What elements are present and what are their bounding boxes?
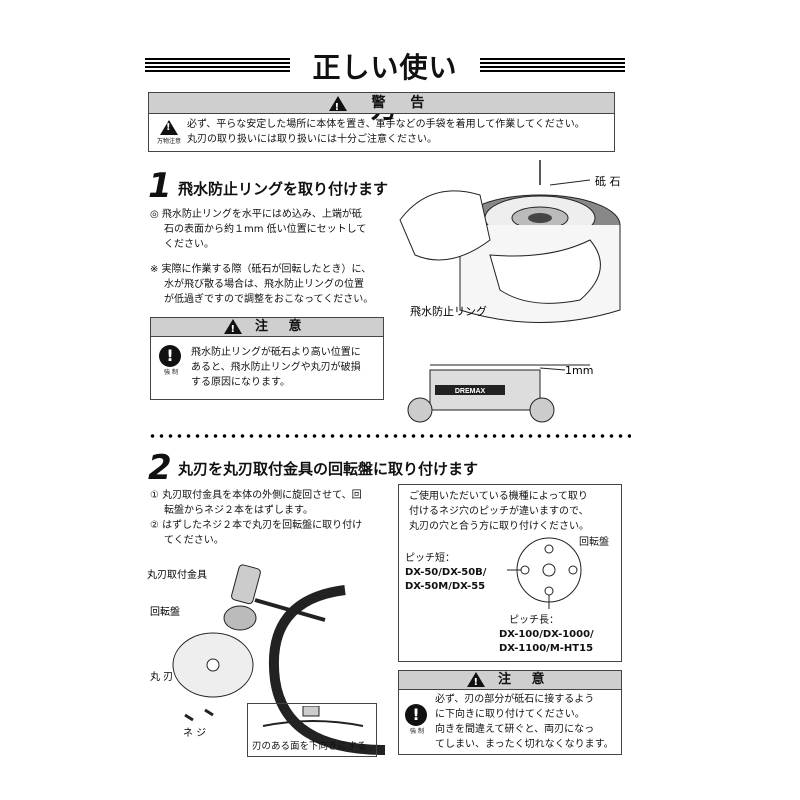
step2-caution-line-3: 向きを間違えて研ぐと、両刃になっ — [435, 724, 595, 735]
title-rule-left — [145, 58, 290, 72]
warning-line-2: 丸刃の取り扱いには取り扱いには十分ご注意ください。 — [187, 134, 437, 145]
caution-triangle-icon — [160, 120, 178, 135]
warning-icon-block: 万物注意 — [155, 117, 183, 145]
mandatory-icon-2: ! — [405, 704, 427, 726]
step1-caution-line-2: あると、飛水防止リングや丸刃が破損 — [191, 362, 361, 373]
pitch-info-box: ご使用いただいている機種によって取り 付けるネジ穴のピッチが違いますので、 丸刃… — [398, 484, 622, 662]
step2-caution-body: ! 強 制 必ず、刃の部分が砥石に接するよう に下向きに取り付けてください。 向… — [398, 690, 622, 755]
step1-caution-icon-label: 強 制 — [164, 369, 178, 376]
step1-caution-header-text: 注 意 — [255, 319, 310, 334]
step2-line-2: 転盤からネジ２本をはずします。 — [164, 505, 313, 516]
pitch-long-models-1: DX-100/DX-1000/ — [499, 629, 594, 640]
warning-line-1: 必ず、平らな安定した場所に本体を置き、軍手などの手袋を着用して作業してください。 — [187, 119, 585, 130]
step2-line-1: ① 丸刃取付金具を本体の外側に旋回させて、回 — [150, 490, 362, 501]
title-rule-right — [480, 58, 625, 72]
warning-icon — [328, 95, 349, 118]
turntable-label: 回転盤 — [150, 605, 180, 618]
title-banner: 正しい使い方 — [145, 44, 625, 124]
step1-note-3: が低過ぎですので調整をおこなってください。 — [164, 294, 374, 305]
screw-label: ネ ジ — [183, 727, 206, 739]
blade-label: 丸 刃 — [150, 670, 173, 683]
step1-line-3: ください。 — [164, 239, 214, 250]
pitch-short-label: ピッチ短： — [405, 553, 455, 564]
step2-caution-header-text: 注 意 — [498, 672, 553, 687]
step2-caution-line-1: 必ず、刃の部分が砥石に接するよう — [435, 694, 595, 705]
step2-instructions: ① 丸刃取付金具を本体の外側に旋回させて、回 転盤からネジ２本をはずします。 ②… — [150, 488, 390, 548]
pitch-long-models-2: DX-1100/M-HT15 — [499, 643, 594, 654]
warning-header: 警 告 — [148, 92, 615, 118]
step1-line-1: ◎ 飛水防止リングを水平にはめ込み、上端が砥 — [150, 209, 362, 220]
warning-body: 万物注意 必ず、平らな安定した場所に本体を置き、軍手などの手袋を着用して作業して… — [148, 113, 615, 152]
warning-icon-label: 万物注意 — [156, 138, 181, 145]
pitch-long-label: ピッチ長： — [509, 615, 559, 626]
step1-title: 飛水防止リングを取り付けます — [178, 180, 389, 198]
step2-line-3: ② はずしたネジ２本で丸刃を回転盤に取り付け — [150, 520, 363, 531]
step2-caution-icon-label: 強 制 — [410, 728, 424, 735]
step1-caution-header: 注 意 — [150, 317, 384, 339]
info-line-3: 丸刃の穴と合う方に取り付けください。 — [409, 521, 589, 532]
face-down-diagram — [262, 706, 364, 727]
face-down-inset: 刃のある面を下向きにする — [247, 703, 377, 757]
pitch-short-models-2: DX-50M/DX-55 — [405, 581, 486, 592]
step1-caution-line-3: する原因になります。 — [191, 377, 290, 388]
step1-number: 1 — [148, 166, 172, 206]
turntable-hole-diagram — [507, 537, 582, 609]
fitting-label: 丸刃取付金具 — [147, 568, 207, 581]
step2-caution-line-2: に下向きに取り付けてください。 — [435, 709, 585, 720]
step2-caution-icon-block: ! 強 制 — [405, 704, 429, 735]
stone-label: 砥 石 — [595, 175, 621, 188]
caution-icon-2 — [467, 672, 486, 692]
step1-line-2: 石の表面から約１mm 低い位置にセットして — [164, 224, 367, 235]
info-line-1: ご使用いただいている機種によって取り — [409, 491, 588, 502]
step1-note-1: ※ 実際に作業する際（砥石が回転したとき）に、 — [150, 264, 372, 275]
blade-mounting-illustration: 丸刃取付金具 回転盤 丸 刃 ネ ジ — [147, 564, 385, 755]
caution-icon — [224, 319, 243, 339]
step1-note-2: 水が飛び散る場合は、飛水防止リングの位置 — [164, 279, 364, 290]
step1-caution-icon-block: ! 強 制 — [159, 345, 183, 376]
step2-caution-line-4: てしまい、まったく切れなくなります。 — [435, 739, 614, 750]
face-down-label: 刃のある面を下向きにする — [252, 741, 367, 752]
warning-header-text: 警 告 — [371, 95, 435, 111]
step2-number: 2 — [148, 448, 172, 488]
section-divider — [148, 434, 631, 438]
info-turntable-label: 回転盤 — [579, 537, 609, 548]
brand-label: DREMAX — [455, 388, 486, 395]
step1-caution-line-1: 飛水防止リングが砥石より高い位置に — [191, 347, 361, 358]
pitch-short-models-1: DX-50/DX-50B/ — [405, 567, 487, 578]
ring-installation-illustration: DREMAX 砥 石 飛水防止リング 1mm — [399, 160, 621, 423]
mandatory-icon: ! — [159, 345, 181, 367]
step1-instructions: ◎ 飛水防止リングを水平にはめ込み、上端が砥 石の表面から約１mm 低い位置にセ… — [150, 207, 390, 307]
step1-caution-body: ! 強 制 飛水防止リングが砥石より高い位置に あると、飛水防止リングや丸刃が破… — [150, 337, 384, 400]
step2-title: 丸刃を丸刃取付金具の回転盤に取り付けます — [178, 460, 479, 478]
info-line-2: 付けるネジ穴のピッチが違いますので、 — [409, 506, 589, 517]
gap-label: 1mm — [565, 364, 593, 377]
step2-line-4: てください。 — [164, 535, 224, 546]
step2-caution-header: 注 意 — [398, 670, 622, 692]
ring-label: 飛水防止リング — [410, 304, 487, 318]
